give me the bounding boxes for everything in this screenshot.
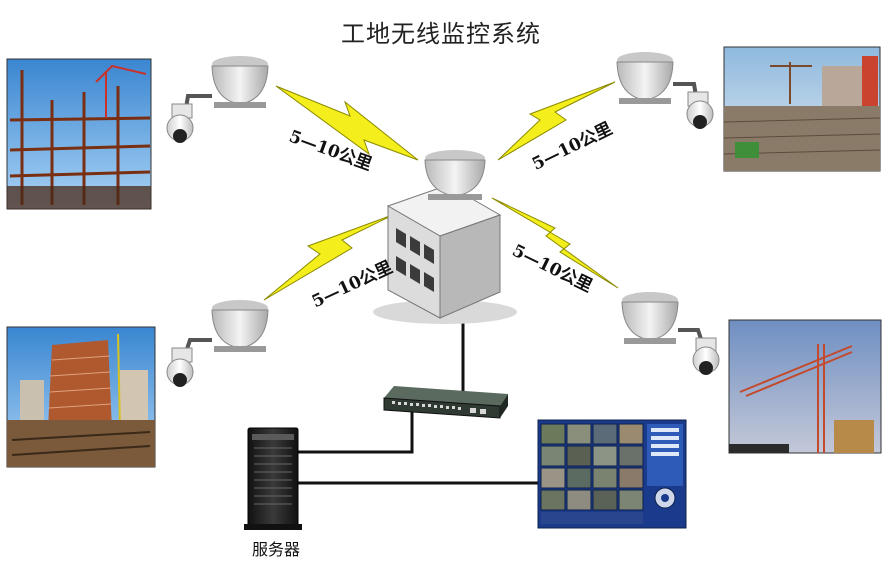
- server-label: 服务器: [251, 540, 300, 559]
- switch-icon: [383, 386, 508, 419]
- antenna-icon: [621, 292, 679, 344]
- photo-thumbnail: [723, 46, 881, 172]
- wireless-link-bottom-left: [263, 213, 396, 301]
- ptz-camera-icon: [166, 338, 212, 387]
- wireless-link-top-left: [275, 85, 419, 161]
- wireless-link-bottom-right: [491, 197, 619, 289]
- monitor-icon: [537, 419, 687, 529]
- photo-thumbnail: [728, 319, 882, 454]
- photo-thumbnail: [6, 58, 152, 210]
- diagram-title: 工地无线监控系统: [341, 20, 541, 48]
- wireless-link-top-right: [497, 81, 616, 161]
- antenna-icon: [211, 300, 269, 352]
- antenna-icon: [616, 52, 674, 104]
- ptz-camera-icon: [166, 94, 212, 143]
- antenna-icon: [424, 150, 486, 200]
- ptz-camera-icon: [678, 328, 720, 375]
- server-icon: [244, 427, 302, 530]
- ptz-camera-icon: [673, 82, 714, 129]
- photo-thumbnail: [6, 326, 156, 468]
- antenna-icon: [211, 56, 269, 108]
- building-icon: [373, 184, 517, 324]
